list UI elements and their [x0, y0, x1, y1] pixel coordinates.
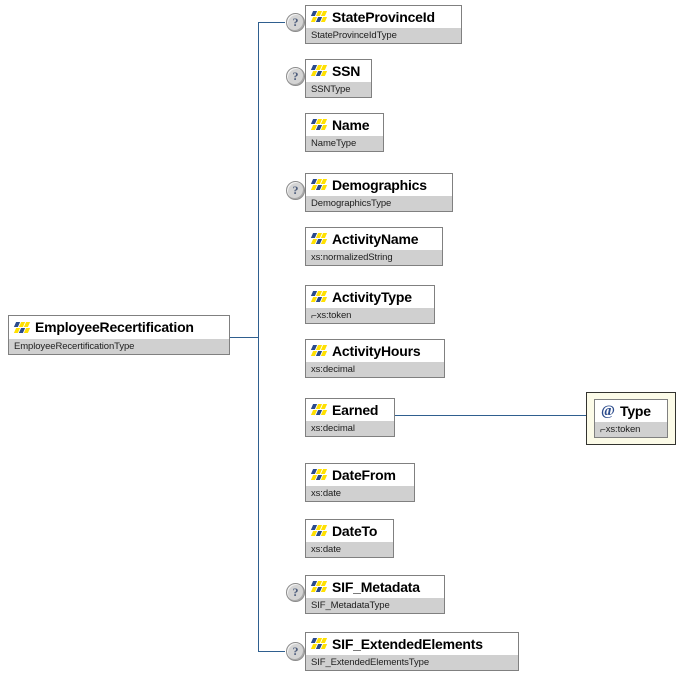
element-node-ssn[interactable]: SSN SSNType: [305, 59, 372, 98]
optional-marker-stateprovinceid: ?: [286, 13, 305, 32]
element-node-stateprovinceid[interactable]: StateProvinceId StateProvinceIdType: [305, 5, 462, 44]
attribute-node-type[interactable]: @ Type ⌐xs:token: [586, 392, 676, 445]
element-icon: [310, 178, 328, 192]
element-icon: [310, 468, 328, 482]
element-name-row: DateFrom: [306, 464, 414, 486]
element-node-activityname[interactable]: ActivityName xs:normalizedString: [305, 227, 443, 266]
element-name-row: Name: [306, 114, 383, 136]
element-name-row: Demographics: [306, 174, 452, 196]
element-type: xs:token: [316, 310, 352, 321]
element-icon: [310, 290, 328, 304]
element-node-dateto[interactable]: DateTo xs:date: [305, 519, 394, 558]
element-icon: [310, 232, 328, 246]
element-icon: [310, 64, 328, 78]
element-name: Earned: [332, 401, 379, 418]
connector-trunk: [258, 22, 259, 651]
element-name: ActivityName: [332, 230, 419, 247]
element-name-row: StateProvinceId: [306, 6, 461, 28]
element-icon: [310, 10, 328, 24]
at-icon: @: [601, 403, 615, 419]
connector-child-stub-first: [258, 22, 285, 23]
element-name-row: ActivityType: [306, 286, 434, 308]
connector-child-stub-last: [258, 651, 285, 652]
optional-marker-sif-extendedelements: ?: [286, 642, 305, 661]
element-name-row: ActivityName: [306, 228, 442, 250]
element-name: SIF_ExtendedElements: [332, 635, 483, 652]
element-type: SIF_MetadataType: [306, 598, 444, 613]
connector-earned-to-type: [395, 415, 586, 416]
restriction-icon: ⌐: [311, 311, 317, 322]
element-icon: [310, 118, 328, 132]
optional-marker-demographics: ?: [286, 181, 305, 200]
element-name-row: ActivityHours: [306, 340, 444, 362]
element-icon: [310, 403, 328, 417]
element-node-activitytype[interactable]: ActivityType ⌐xs:token: [305, 285, 435, 324]
restriction-icon: ⌐: [600, 425, 606, 436]
element-type: DemographicsType: [306, 196, 452, 211]
element-name: SSN: [332, 62, 361, 79]
element-type: xs:date: [306, 486, 414, 501]
element-type: xs:date: [306, 542, 393, 557]
element-name-row: SIF_Metadata: [306, 576, 444, 598]
element-name: ActivityHours: [332, 342, 421, 359]
attribute-box: @ Type ⌐xs:token: [594, 399, 668, 438]
element-name: StateProvinceId: [332, 8, 435, 25]
element-icon: [310, 524, 328, 538]
attribute-name-row: @ Type: [595, 400, 667, 422]
element-node-demographics[interactable]: Demographics DemographicsType: [305, 173, 453, 212]
element-name: DateFrom: [332, 466, 396, 483]
element-type: xs:decimal: [306, 421, 394, 436]
element-name: ActivityType: [332, 288, 412, 305]
element-node-root[interactable]: EmployeeRecertification EmployeeRecertif…: [8, 315, 230, 355]
element-name-row: DateTo: [306, 520, 393, 542]
element-node-sif-metadata[interactable]: SIF_Metadata SIF_MetadataType: [305, 575, 445, 614]
element-icon: [310, 637, 328, 651]
element-name-row: EmployeeRecertification: [9, 316, 229, 339]
element-type: SSNType: [306, 82, 371, 97]
element-name: Demographics: [332, 176, 427, 193]
element-name-row: SSN: [306, 60, 371, 82]
element-icon: [310, 580, 328, 594]
optional-marker-ssn: ?: [286, 67, 305, 86]
element-name: DateTo: [332, 522, 378, 539]
element-type: NameType: [306, 136, 383, 151]
element-name: SIF_Metadata: [332, 578, 420, 595]
element-icon: [13, 321, 31, 335]
optional-marker-sif-metadata: ?: [286, 583, 305, 602]
element-name-row: SIF_ExtendedElements: [306, 633, 518, 655]
element-name: Name: [332, 116, 370, 133]
element-icon: [310, 344, 328, 358]
attribute-name: Type: [620, 402, 651, 419]
element-type: xs:decimal: [306, 362, 444, 377]
element-name-row: Earned: [306, 399, 394, 421]
element-type: SIF_ExtendedElementsType: [306, 655, 518, 670]
element-type: xs:normalizedString: [306, 250, 442, 265]
element-node-datefrom[interactable]: DateFrom xs:date: [305, 463, 415, 502]
element-type-row: ⌐xs:token: [306, 308, 434, 323]
element-type: StateProvinceIdType: [306, 28, 461, 43]
element-node-earned[interactable]: Earned xs:decimal: [305, 398, 395, 437]
element-node-activityhours[interactable]: ActivityHours xs:decimal: [305, 339, 445, 378]
attribute-type-row: ⌐xs:token: [595, 422, 667, 437]
element-node-name[interactable]: Name NameType: [305, 113, 384, 152]
attribute-type: xs:token: [605, 424, 641, 435]
element-node-sif-extendedelements[interactable]: SIF_ExtendedElements SIF_ExtendedElement…: [305, 632, 519, 671]
element-name: EmployeeRecertification: [35, 319, 194, 335]
element-type: EmployeeRecertificationType: [9, 339, 229, 354]
connector-root-stub: [230, 337, 259, 338]
